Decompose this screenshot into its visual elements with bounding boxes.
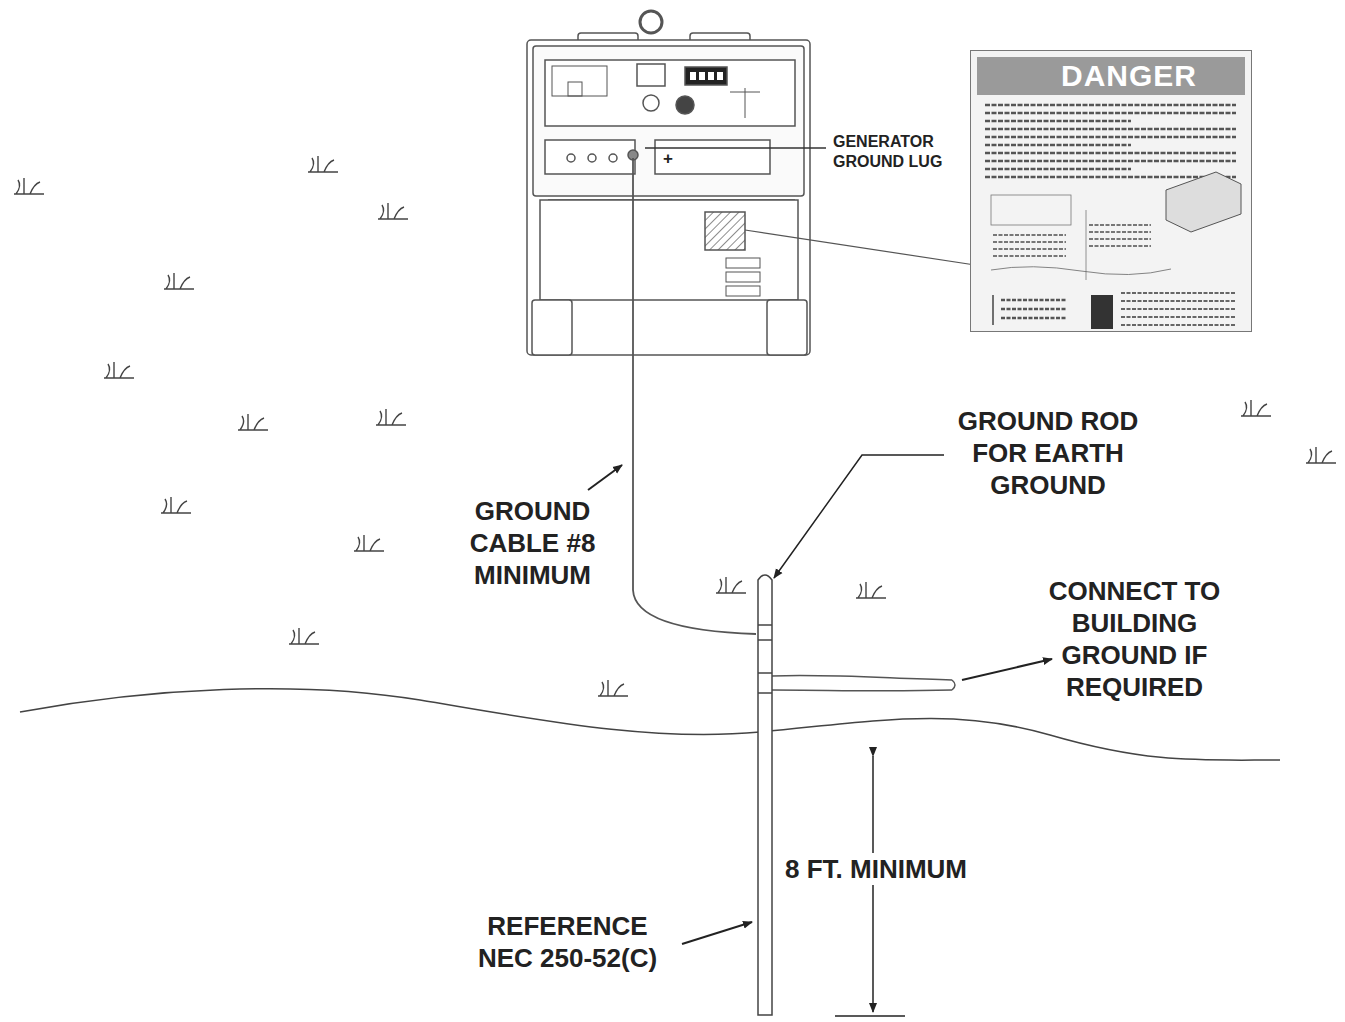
dimension-label: 8 FT. MINIMUM: [783, 853, 969, 885]
grass-tuft: [289, 628, 319, 644]
warning-label: DANGER: [970, 50, 1252, 332]
leader-arrow: [682, 922, 752, 944]
grass-tuft: [376, 409, 406, 425]
grass-tuft: [856, 582, 886, 598]
grass-tuft: [598, 680, 628, 696]
leader-arrow: [774, 455, 944, 578]
warning-heading: DANGER: [1017, 59, 1241, 93]
grass-tuft: [1241, 400, 1271, 416]
cable-end: [952, 680, 955, 690]
building-ground-cable: [772, 675, 952, 680]
grass-tuft: [716, 577, 746, 593]
grass-tuft: [238, 414, 268, 430]
grass-tuft: [378, 203, 408, 219]
grass-tuft: [104, 362, 134, 378]
grass-tuft: [161, 497, 191, 513]
callout-label: GENERATOR GROUND LUG: [833, 132, 958, 172]
grass-tuft: [164, 273, 194, 289]
ground-rod: [758, 575, 772, 1015]
grass-tuft: [354, 535, 384, 551]
grass-tuft: [308, 156, 338, 172]
callout-label: GROUND CABLE #8 MINIMUM: [445, 495, 620, 591]
dimension-tick: [835, 1015, 905, 1017]
callout-label: REFERENCE NEC 250-52(C): [475, 910, 660, 974]
building-ground-cable: [772, 689, 952, 691]
label-header: DANGER: [977, 57, 1245, 95]
generator: [527, 11, 975, 355]
leader-arrow: [588, 465, 622, 490]
leader-arrow: [962, 659, 1052, 680]
leader-line: [645, 147, 826, 148]
grass-tuft: [1306, 447, 1336, 463]
grass-tuft: [14, 178, 44, 194]
ground-cable: [633, 158, 756, 634]
callout-label: GROUND ROD FOR EARTH GROUND: [948, 405, 1148, 501]
callout-label: CONNECT TO BUILDING GROUND IF REQUIRED: [1047, 575, 1222, 703]
terminal-sign: +: [663, 148, 679, 170]
